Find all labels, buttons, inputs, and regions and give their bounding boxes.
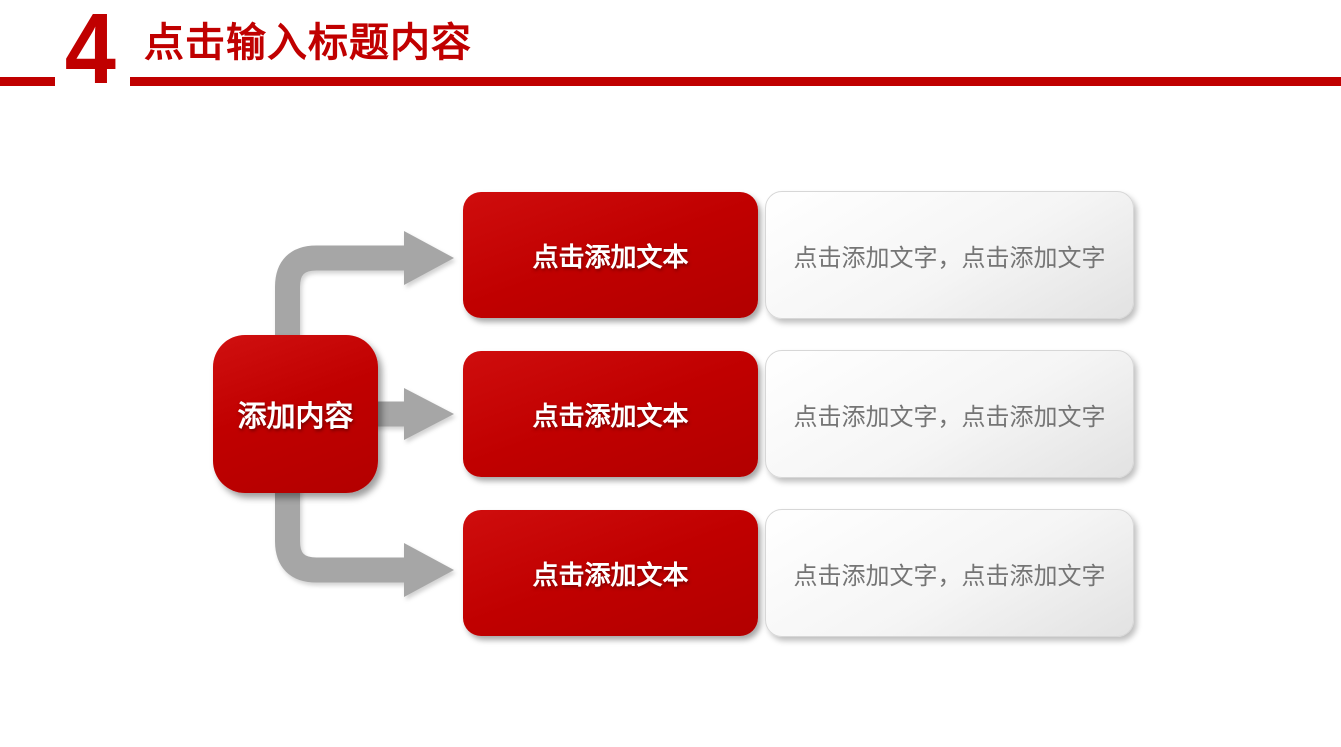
top-right-arrow-icon bbox=[404, 231, 454, 285]
page-title[interactable]: 点击输入标题内容 bbox=[144, 21, 472, 65]
branch-row: 点击添加文本 点击添加文字，点击添加文字 bbox=[463, 350, 1134, 478]
branch-text-box-1[interactable]: 点击添加文字，点击添加文字 bbox=[765, 191, 1134, 319]
top-branch-connector bbox=[275, 245, 406, 420]
title-underline-left-segment bbox=[0, 77, 55, 86]
branch-row: 点击添加文本 点击添加文字，点击添加文字 bbox=[463, 509, 1134, 637]
title-underline bbox=[130, 77, 1341, 86]
branch-text-box-2[interactable]: 点击添加文字，点击添加文字 bbox=[765, 350, 1134, 478]
branch-text-label: 点击添加文字，点击添加文字 bbox=[793, 244, 1106, 272]
branch-text-label: 点击添加文字，点击添加文字 bbox=[793, 562, 1106, 590]
branch-text-label: 点击添加文字，点击添加文字 bbox=[793, 403, 1106, 431]
branch-title-label: 点击添加文本 bbox=[532, 559, 689, 590]
branch-title-label: 点击添加文本 bbox=[532, 400, 689, 431]
middle-right-arrow-icon bbox=[404, 388, 454, 440]
branch-title-label: 点击添加文本 bbox=[532, 241, 689, 272]
center-node[interactable]: 添加内容 bbox=[213, 335, 378, 493]
branch-title-box-1[interactable]: 点击添加文本 bbox=[463, 192, 758, 318]
branch-title-box-3[interactable]: 点击添加文本 bbox=[463, 510, 758, 636]
branch-row: 点击添加文本 点击添加文字，点击添加文字 bbox=[463, 191, 1134, 319]
branch-title-box-2[interactable]: 点击添加文本 bbox=[463, 351, 758, 477]
center-node-label: 添加内容 bbox=[237, 401, 354, 433]
section-number: 4 bbox=[64, 0, 116, 105]
bottom-right-arrow-icon bbox=[404, 543, 454, 597]
bottom-branch-connector bbox=[275, 470, 406, 583]
branch-text-box-3[interactable]: 点击添加文字，点击添加文字 bbox=[765, 509, 1134, 637]
